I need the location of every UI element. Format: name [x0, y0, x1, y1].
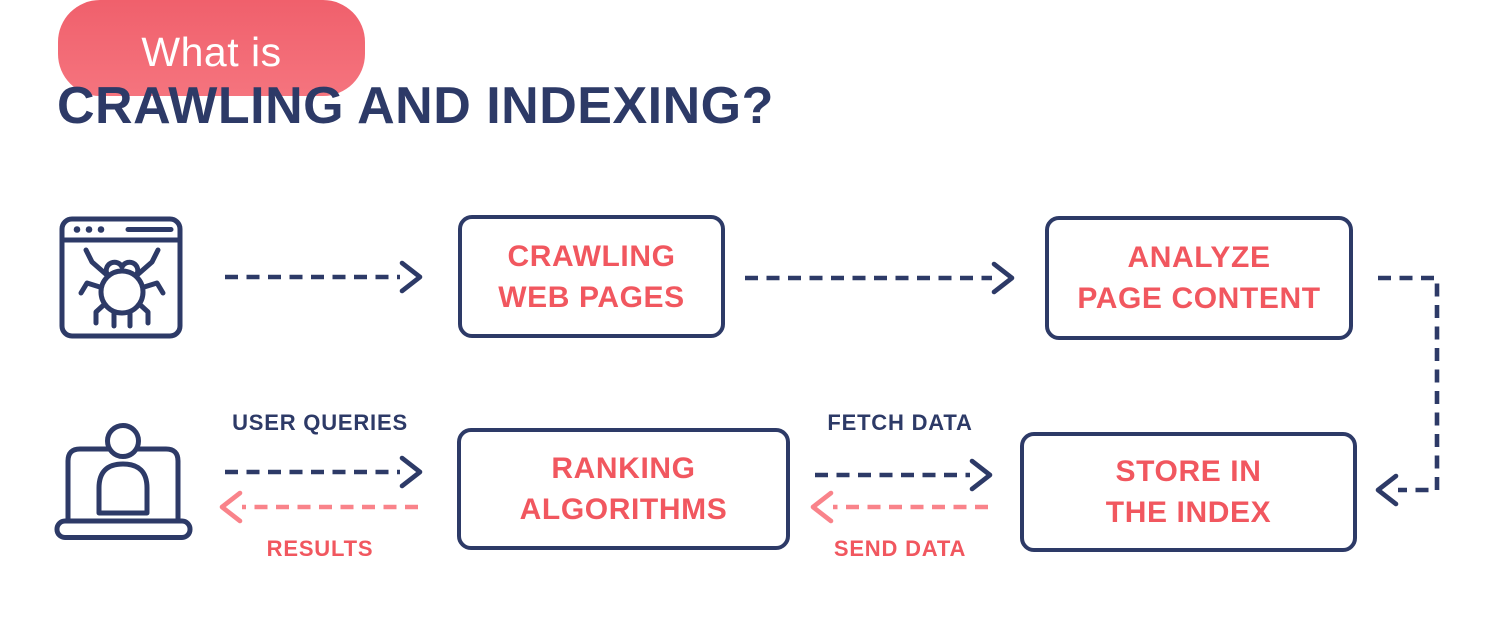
- node-line: WEB PAGES: [498, 280, 685, 314]
- node-line: ALGORITHMS: [519, 493, 728, 526]
- arrow-crawling-to-analyze: [745, 261, 1015, 295]
- node-crawling-web-pages: CRAWLING WEB PAGES: [458, 215, 725, 338]
- arrow-crawler-to-crawling: [225, 260, 423, 294]
- laptop-user-icon: [54, 423, 193, 540]
- crawler-bug-icon: [78, 247, 166, 329]
- arrow-analyze-to-store-elbow: [1375, 275, 1440, 507]
- arrow-user-queries: [225, 455, 423, 489]
- node-ranking-algorithms: RANKING ALGORITHMS: [457, 428, 790, 550]
- node-analyze-page-content: ANALYZE PAGE CONTENT: [1045, 216, 1353, 340]
- label-user-queries: USER QUERIES: [232, 410, 408, 435]
- title-badge: What is: [58, 0, 365, 96]
- node-store-in-the-index: STORE IN THE INDEX: [1020, 432, 1357, 552]
- node-line: PAGE CONTENT: [1077, 282, 1321, 315]
- node-line: ANALYZE: [1127, 241, 1271, 274]
- label-send-data: SEND DATA: [833, 536, 967, 561]
- node-line: STORE IN: [1115, 455, 1262, 488]
- label-results: RESULTS: [266, 536, 374, 561]
- label-fetch-data: FETCH DATA: [827, 410, 973, 435]
- badge-label: What is: [141, 28, 282, 75]
- arrow-fetch-data: [815, 458, 993, 492]
- node-line: THE INDEX: [1105, 496, 1272, 529]
- node-line: CRAWLING: [507, 239, 676, 273]
- arrow-send-data: [810, 490, 988, 524]
- page-title: CRAWLING AND INDEXING?: [57, 77, 774, 135]
- browser-crawler-icon: [59, 216, 183, 339]
- node-line: RANKING: [551, 452, 696, 485]
- arrow-results: [219, 490, 418, 524]
